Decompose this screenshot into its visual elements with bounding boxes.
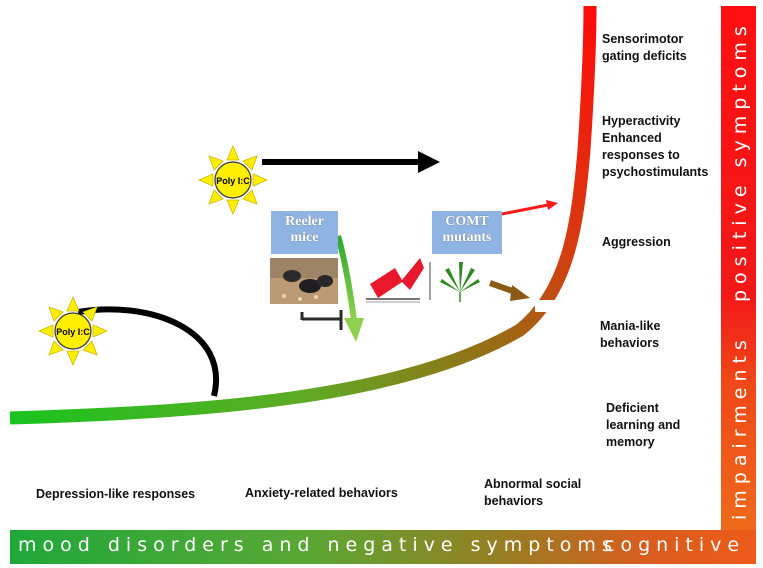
sun-icon xyxy=(37,295,109,367)
reeler-mice-box: Reeler mice xyxy=(271,211,338,254)
cognitive-label: cognitive xyxy=(604,534,746,556)
label-aggression: Aggression xyxy=(602,235,671,249)
label-anxiety: Anxiety-related behaviors xyxy=(245,486,398,500)
inhibition-symbol xyxy=(300,310,343,330)
mood-disorders-label: mood disorders and negative symptoms xyxy=(18,534,618,556)
impairments-label: impairments xyxy=(729,334,751,520)
comt-mutants-box: COMT mutants xyxy=(432,211,502,254)
label-social: Abnormal social behaviors xyxy=(484,477,582,508)
cannabis-leaf-icon xyxy=(440,262,480,302)
polyic-arch xyxy=(77,306,219,397)
curve-gap xyxy=(535,300,557,312)
mood-disorders-bar: mood disorders and negative symptoms cog… xyxy=(10,530,756,564)
label-depression: Depression-like responses xyxy=(36,487,196,501)
mice-photo xyxy=(270,258,338,304)
comt-red-arrow xyxy=(501,200,558,216)
reeler-green-arrow xyxy=(335,235,364,342)
positive-symptoms-bar: positive symptoms impairments xyxy=(721,6,756,530)
label-learning: Deficient learning and memory xyxy=(606,401,681,449)
gene-icon xyxy=(366,258,431,303)
label-mania: Mania-like behaviors xyxy=(600,319,661,350)
polyic-top-label: Poly I:C xyxy=(216,176,250,186)
severity-curve xyxy=(9,5,597,425)
label-sensorimotor: Sensorimotor gating deficits xyxy=(602,32,687,63)
comt-brown-arrow xyxy=(488,280,530,301)
sun-icon xyxy=(197,144,269,216)
polyic-bottom-label: Poly I:C xyxy=(56,327,90,337)
label-hyperactivity: Hyperactivity Enhanced responses to psyc… xyxy=(602,114,709,179)
polyic-top-arrow xyxy=(262,151,440,173)
